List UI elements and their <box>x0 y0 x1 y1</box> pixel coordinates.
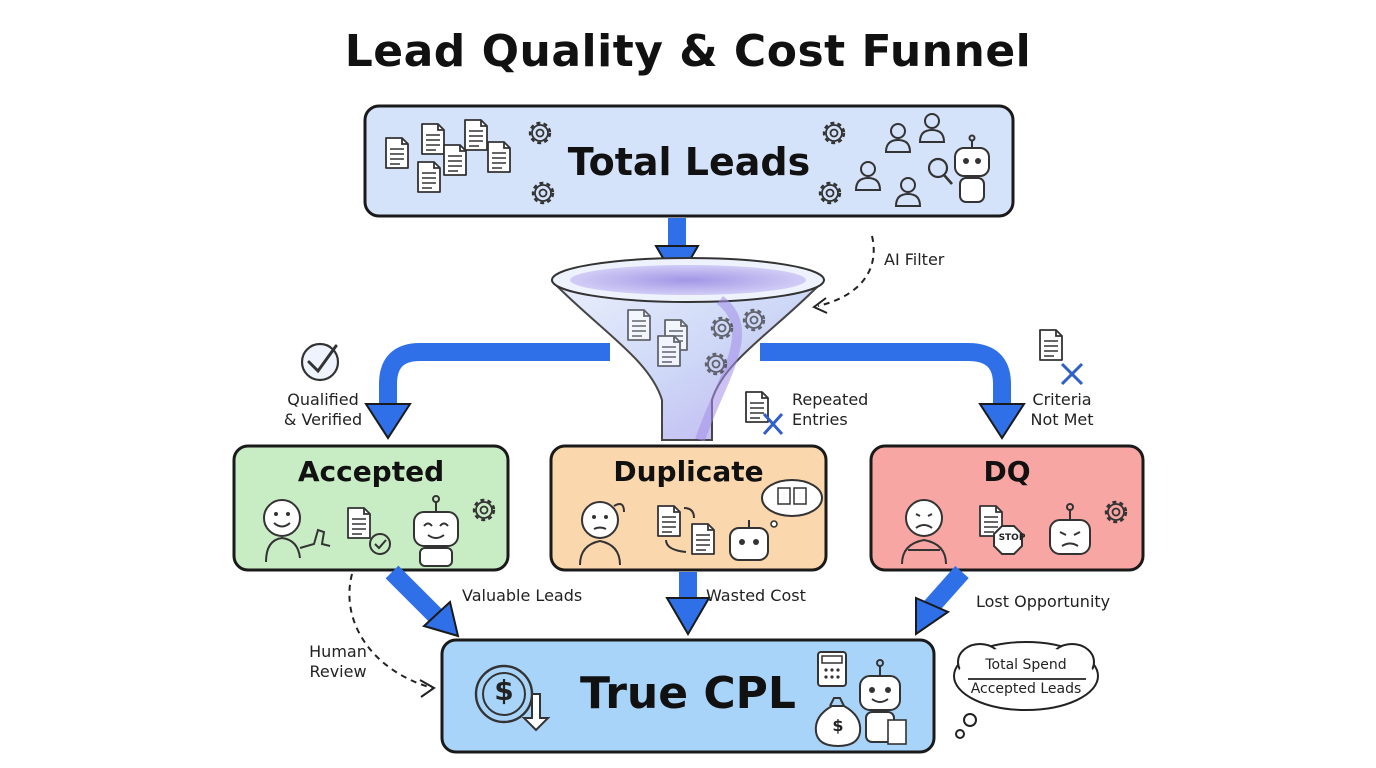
repeated-entries-label: Repeated Entries <box>792 390 869 429</box>
duplicate-documents-icon <box>657 505 715 555</box>
valuable-leads-label: Valuable Leads <box>462 586 583 605</box>
wasted-cost-label: Wasted Cost <box>706 586 806 605</box>
formula-numerator: Total Spend <box>985 657 1067 673</box>
arrow-to-dq <box>760 343 1011 410</box>
sad-person-icon <box>901 499 947 565</box>
human-review-connector <box>348 573 433 689</box>
sad-robot-icon <box>1049 503 1091 555</box>
accepted-label: Accepted <box>297 455 445 488</box>
lost-opportunity-label: Lost Opportunity <box>976 592 1111 611</box>
arrow-accepted-to-cpl <box>385 565 445 625</box>
human-review-label: Human Review <box>309 642 367 681</box>
dollar-sign-icon: $ <box>494 674 514 707</box>
happy-robot-icon <box>413 495 459 567</box>
total-leads-label: Total Leads <box>567 140 811 184</box>
robot-magnifier-icon <box>927 134 990 203</box>
formula-cloud <box>953 641 1099 739</box>
money-bag-dollar-icon: $ <box>832 716 844 735</box>
arrow-dq-to-cpl-head <box>915 596 951 636</box>
arrow-to-dq-head <box>978 403 1026 440</box>
arrow-dq-to-cpl <box>923 566 969 614</box>
document-x-icon <box>745 329 1084 436</box>
document-stop-icon <box>979 505 1023 555</box>
arrow-to-accepted <box>379 343 610 410</box>
total-leads-box <box>363 104 1015 218</box>
criteria-not-met-label: Criteria Not Met <box>1030 390 1094 429</box>
page-title: Lead Quality & Cost Funnel <box>344 26 1032 77</box>
smiley-thumbs-up-icon <box>263 499 331 563</box>
calculator-icon <box>817 651 847 687</box>
formula-denominator: Accepted Leads <box>970 681 1082 697</box>
true-cpl-label: True CPL <box>580 668 796 719</box>
ai-filter-label: AI Filter <box>884 250 945 269</box>
human-review-connector-head <box>419 679 436 698</box>
qualified-verified-label: Qualified & Verified <box>283 390 363 429</box>
document-check-icon <box>347 507 391 555</box>
arrow-to-accepted-head <box>364 403 412 440</box>
ai-filter-connector-head <box>812 297 828 314</box>
check-circle-icon <box>300 342 340 382</box>
dq-label: DQ <box>983 455 1031 488</box>
true-cpl-box <box>440 638 936 754</box>
dollar-down-icon <box>474 664 551 732</box>
funnel-icon <box>550 257 825 442</box>
ai-filter-connector <box>817 235 875 307</box>
duplicate-label: Duplicate <box>613 455 764 488</box>
arrow-accepted-to-cpl-head <box>422 600 460 638</box>
confused-person-icon <box>579 501 625 566</box>
arrow-duplicate-to-cpl-head <box>665 597 711 636</box>
money-bag-icon <box>814 697 862 748</box>
thinking-robot-icon <box>729 479 823 561</box>
robot-with-receipt-icon <box>859 659 907 745</box>
stop-sign-text: STOP <box>998 533 1026 543</box>
